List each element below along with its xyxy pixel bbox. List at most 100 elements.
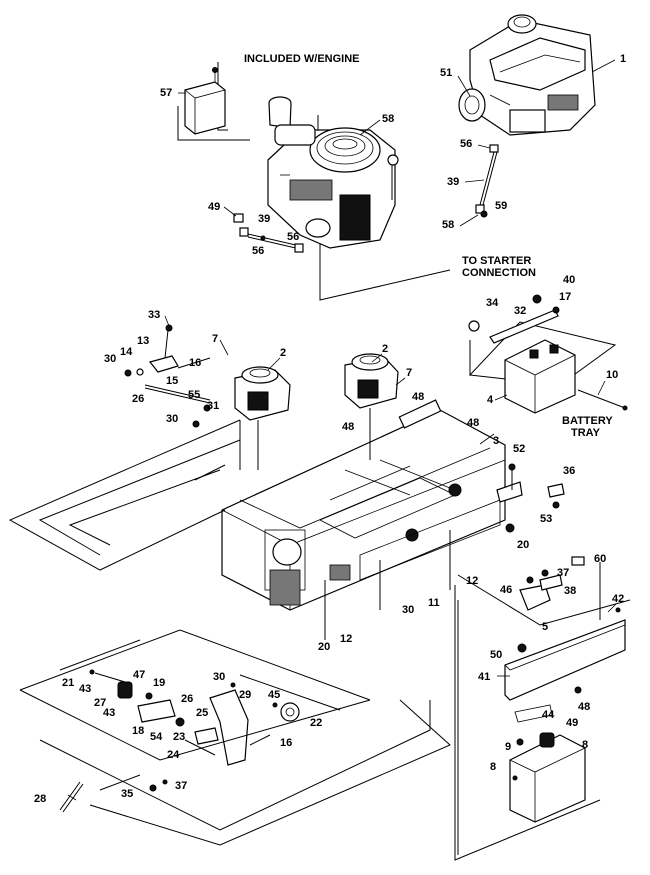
right-hardware (496, 463, 565, 533)
callout-3: 3 (493, 435, 499, 447)
callout-37: 37 (557, 567, 569, 579)
pump-part-2-left (234, 366, 291, 470)
fuel-tank-part-8 (509, 704, 586, 823)
throttle-linkage-right (475, 144, 499, 218)
shroud-part-57 (184, 67, 226, 135)
callout-4: 4 (487, 394, 494, 406)
callout-48: 48 (342, 421, 354, 433)
callout-37: 37 (175, 780, 187, 792)
callout-12: 12 (466, 575, 478, 587)
callout-17: 17 (559, 291, 571, 303)
caption-battery: BATTERY (562, 415, 613, 427)
callout-25: 25 (196, 707, 208, 719)
callout-41: 41 (478, 671, 490, 683)
callout-58: 58 (382, 113, 394, 125)
callout-20: 20 (318, 641, 330, 653)
callout-48: 48 (412, 391, 424, 403)
callout-24: 24 (167, 749, 180, 761)
callout-18: 18 (132, 725, 144, 737)
callout-39: 39 (447, 176, 459, 188)
callout-60: 60 (594, 553, 606, 565)
callout-57: 57 (160, 87, 172, 99)
callout-52: 52 (513, 443, 525, 455)
callout-49: 49 (208, 201, 220, 213)
caption-to-starter: TO STARTER (462, 255, 531, 267)
caption-connection: CONNECTION (462, 267, 536, 279)
callout-56: 56 (252, 245, 264, 257)
engine-part-1 (458, 14, 596, 136)
callout-58: 58 (442, 219, 454, 231)
callout-5: 5 (542, 621, 548, 633)
callout-30: 30 (104, 353, 116, 365)
callout-43: 43 (103, 707, 115, 719)
callout-34: 34 (486, 297, 499, 309)
callout-36: 36 (563, 465, 575, 477)
callout-9: 9 (505, 741, 511, 753)
callout-50: 50 (490, 649, 502, 661)
callout-21: 21 (62, 677, 74, 689)
callout-28: 28 (34, 793, 46, 805)
callout-11: 11 (428, 597, 440, 609)
routing-outlines (8, 419, 601, 861)
lower-linkage (59, 669, 300, 813)
lower-right-brackets (457, 556, 631, 701)
callout-14: 14 (120, 346, 133, 358)
control-bracket-left (124, 324, 211, 428)
callout-7: 7 (406, 367, 412, 379)
callout-29: 29 (239, 689, 251, 701)
callout-27: 27 (94, 697, 106, 709)
callout-44: 44 (542, 709, 555, 721)
callout-19: 19 (153, 677, 165, 689)
callout-22: 22 (310, 717, 322, 729)
callout-13: 13 (137, 335, 149, 347)
callout-30: 30 (166, 413, 178, 425)
callout-8: 8 (490, 761, 496, 773)
callout-23: 23 (173, 731, 185, 743)
callout-2: 2 (382, 343, 388, 355)
pump-part-2-right (344, 353, 399, 460)
battery-assembly (468, 294, 628, 414)
callout-12: 12 (340, 633, 352, 645)
callout-43: 43 (79, 683, 91, 695)
callout-38: 38 (564, 585, 576, 597)
callout-8: 8 (582, 739, 588, 751)
callout-45: 45 (268, 689, 280, 701)
callout-30: 30 (402, 604, 414, 616)
callout-16: 16 (189, 357, 201, 369)
callout-1: 1 (620, 53, 626, 65)
callout-48: 48 (467, 417, 479, 429)
callout-30: 30 (213, 671, 225, 683)
callout-55: 55 (188, 389, 200, 401)
callout-2: 2 (280, 347, 286, 359)
callout-15: 15 (166, 375, 178, 387)
callout-7: 7 (212, 333, 218, 345)
callout-26: 26 (181, 693, 193, 705)
callout-42: 42 (612, 593, 624, 605)
leader-lines (67, 59, 617, 801)
caption-tray: TRAY (571, 427, 601, 439)
callout-51: 51 (440, 67, 452, 79)
callout-10: 10 (606, 369, 618, 381)
engine-part-58 (267, 96, 399, 249)
callout-48: 48 (578, 701, 590, 713)
callout-56: 56 (460, 138, 472, 150)
callout-35: 35 (121, 788, 133, 800)
throttle-linkage-left (233, 213, 304, 253)
callout-31: 31 (207, 400, 219, 412)
callout-26: 26 (132, 393, 144, 405)
callout-59: 59 (495, 200, 507, 212)
callout-33: 33 (148, 309, 160, 321)
callout-47: 47 (133, 669, 145, 681)
callout-20: 20 (517, 539, 529, 551)
callout-labels: 57 58 49 39 56 56 1 51 56 39 58 59 33 13… (34, 53, 626, 805)
callout-54: 54 (150, 731, 163, 743)
main-frame-part-3 (221, 399, 506, 640)
callout-53: 53 (540, 513, 552, 525)
callout-49: 49 (566, 717, 578, 729)
callout-32: 32 (514, 305, 526, 317)
callout-39: 39 (258, 213, 270, 225)
callout-56: 56 (287, 231, 299, 243)
callout-40: 40 (563, 274, 575, 286)
callout-46: 46 (500, 584, 512, 596)
